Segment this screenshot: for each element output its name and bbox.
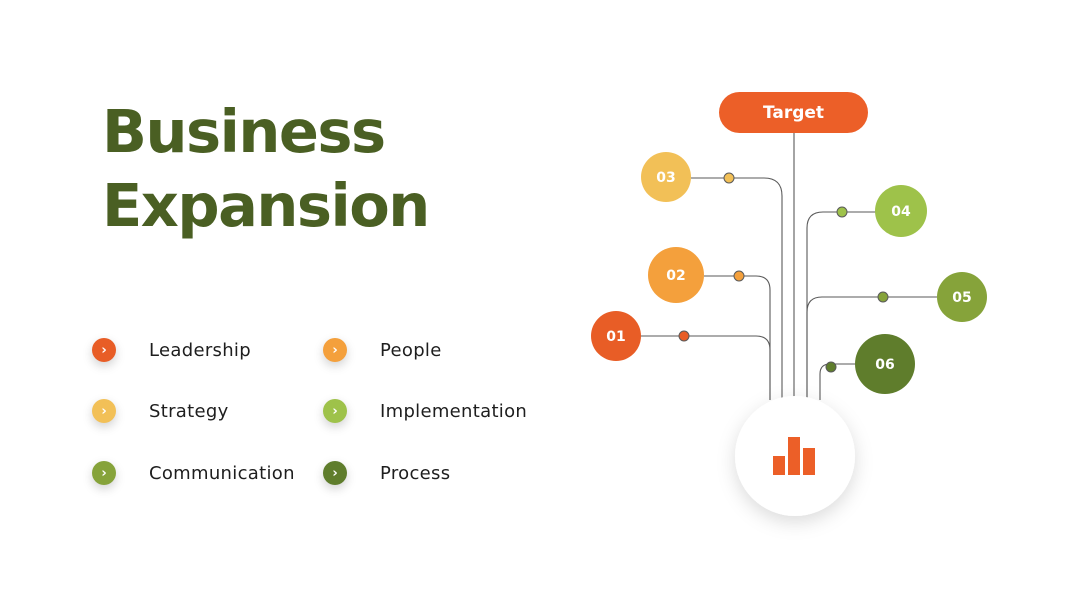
list-item-implementation: › Implementation bbox=[323, 396, 527, 426]
node-04: 04 bbox=[875, 185, 927, 237]
target-label: Target bbox=[763, 103, 824, 123]
connector-06 bbox=[819, 363, 856, 400]
connector-01 bbox=[640, 335, 771, 400]
list-item-communication: › Communication bbox=[92, 458, 295, 488]
connector-05 bbox=[806, 296, 937, 400]
chevron-right-icon: › bbox=[92, 399, 116, 423]
node-03-label: 03 bbox=[656, 170, 675, 186]
page-title: Business Expansion bbox=[102, 95, 430, 243]
title-line-1: Business bbox=[102, 97, 386, 166]
list-item-label: Communication bbox=[149, 462, 295, 484]
chevron-right-icon: › bbox=[323, 338, 347, 362]
connector-03 bbox=[691, 177, 783, 400]
connector-dot-02 bbox=[733, 270, 745, 282]
list-item-label: Strategy bbox=[149, 400, 229, 422]
node-01: 01 bbox=[591, 311, 641, 361]
node-06-label: 06 bbox=[875, 357, 894, 373]
connector-dot-03 bbox=[723, 172, 735, 184]
connector-dot-01 bbox=[678, 330, 690, 342]
node-06: 06 bbox=[855, 334, 915, 394]
node-01-label: 01 bbox=[606, 329, 625, 345]
connector-lines bbox=[640, 130, 937, 400]
list-item-strategy: › Strategy bbox=[92, 396, 229, 426]
chevron-right-icon: › bbox=[92, 461, 116, 485]
target-pill bbox=[719, 92, 868, 133]
list-item-label: Implementation bbox=[380, 400, 528, 422]
title-line-2: Expansion bbox=[102, 171, 430, 240]
list-item-label: Process bbox=[380, 462, 451, 484]
node-03: 03 bbox=[641, 152, 691, 202]
list-item-label: Leadership bbox=[149, 339, 251, 361]
chevron-right-icon: › bbox=[92, 338, 116, 362]
chevron-right-icon: › bbox=[323, 461, 347, 485]
connector-dot-05 bbox=[877, 291, 889, 303]
list-item-people: › People bbox=[323, 335, 442, 365]
connector-dot-06 bbox=[825, 361, 837, 373]
list-item-process: › Process bbox=[323, 458, 450, 488]
connector-04 bbox=[806, 211, 876, 400]
list-item-label: People bbox=[380, 339, 442, 361]
connector-dot-04 bbox=[836, 206, 848, 218]
chevron-right-icon: › bbox=[323, 399, 347, 423]
node-04-label: 04 bbox=[891, 204, 911, 220]
node-02-label: 02 bbox=[666, 268, 685, 284]
bar-chart-icon bbox=[773, 437, 815, 475]
list-item-leadership: › Leadership bbox=[92, 335, 251, 365]
node-02: 02 bbox=[648, 247, 704, 303]
node-05-label: 05 bbox=[952, 290, 971, 306]
node-05: 05 bbox=[937, 272, 987, 322]
connector-02 bbox=[704, 275, 771, 400]
